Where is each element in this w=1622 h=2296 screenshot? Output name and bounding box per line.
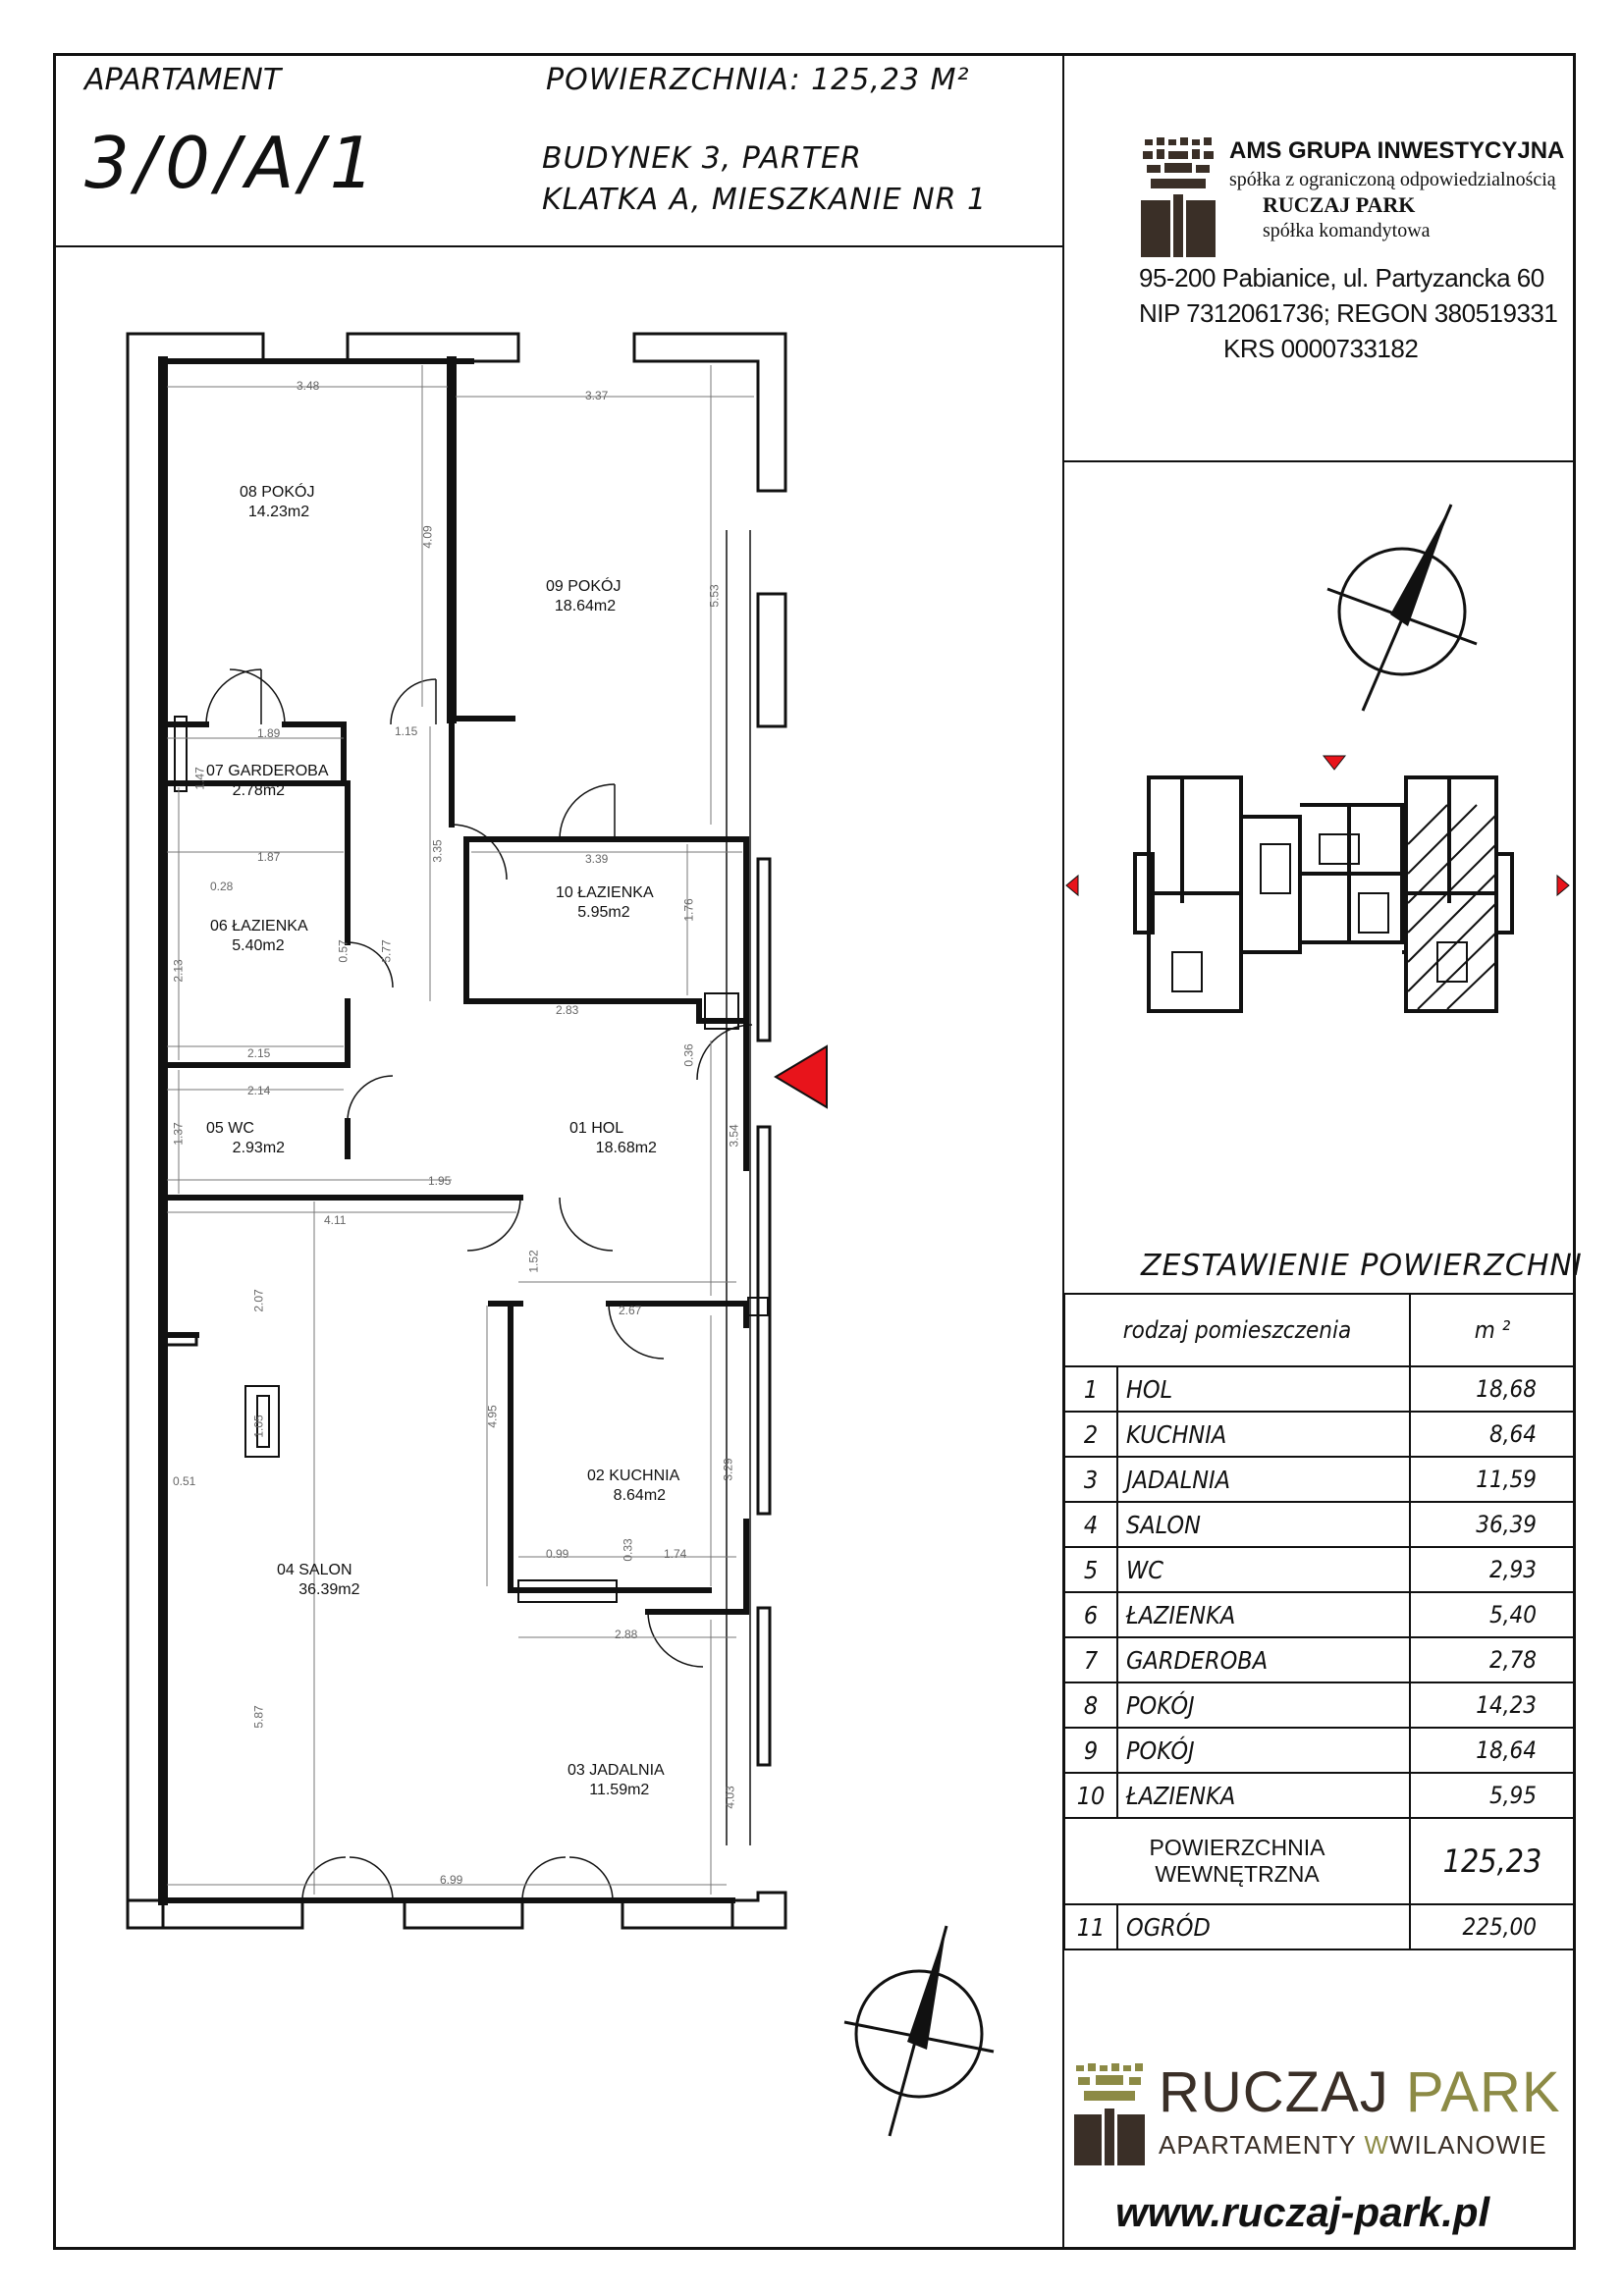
- brand-tree-logo: [1074, 2063, 1145, 2165]
- dim-6-99: 6.99: [440, 1873, 463, 1887]
- room-09-label: 09 POKÓJ 18.64m2: [546, 578, 622, 614]
- dim-2-14: 2.14: [247, 1084, 271, 1097]
- company-ids: NIP 7312061736; REGON 380519331: [1139, 298, 1558, 328]
- dim-1-74: 1.74: [664, 1547, 687, 1561]
- dim-2-83: 2.83: [556, 1003, 579, 1017]
- dim-3-39: 3.39: [585, 852, 609, 866]
- col-type: rodzaj pomieszczenia: [1063, 1293, 1411, 1367]
- brand-name: RUCZAJ PARK: [1159, 2059, 1561, 2125]
- apartment-code: 3/0/A/1: [84, 122, 381, 204]
- building-line: BUDYNEK 3, PARTER: [542, 141, 862, 176]
- dim-2-88: 2.88: [615, 1628, 638, 1641]
- company-form: spółka z ograniczoną odpowiedzialnością: [1229, 169, 1556, 190]
- company-bottom-line: [1062, 460, 1576, 462]
- dim-1-47: 1.47: [192, 767, 207, 790]
- room-04-label: 04 SALON 36.39m2: [277, 1562, 360, 1598]
- dim-2-13: 2.13: [171, 959, 186, 983]
- dim-0-51: 0.51: [173, 1474, 196, 1488]
- entrance-marker: [774, 1044, 828, 1109]
- brand-word-2: PARK: [1405, 2060, 1561, 2124]
- dim-4-11: 4.11: [324, 1213, 347, 1227]
- company-project: RUCZAJ PARK: [1263, 192, 1416, 217]
- dim-1-76: 1.76: [681, 898, 696, 922]
- company-address: 95-200 Pabianice, ul. Partyzancka 60: [1139, 263, 1544, 293]
- dim-3-29: 3.29: [721, 1458, 735, 1481]
- brand-tagline: APARTAMENTY WWILANOWIE: [1159, 2130, 1547, 2160]
- company-krs: KRS 0000733182: [1223, 334, 1419, 363]
- dim-3-35: 3.35: [430, 839, 445, 863]
- total-value: 125,23: [1409, 1817, 1576, 1905]
- north-arrow-top: [1326, 504, 1478, 712]
- room-01-label: 01 HOL 18.68m2: [569, 1120, 657, 1156]
- dim-1-37: 1.37: [171, 1122, 186, 1146]
- dim-0-36: 0.36: [681, 1043, 696, 1067]
- dim-2-15: 2.15: [247, 1046, 271, 1060]
- address-line: KLATKA A, MIESZKANIE NR 1: [542, 183, 988, 217]
- room-10-label: 10 ŁAZIENKA 5.95m2: [556, 884, 654, 921]
- website-link[interactable]: www.ruczaj-park.pl: [1115, 2189, 1490, 2235]
- dim-2-07: 2.07: [251, 1289, 266, 1312]
- dim-3-48: 3.48: [297, 379, 320, 393]
- north-arrow-bottom: [843, 1925, 995, 2137]
- room-05-label: 05 WC 2.93m2: [206, 1120, 286, 1156]
- summary-title: ZESTAWIENIE POWIERZCHNI: [1141, 1249, 1583, 1283]
- company-name: AMS GRUPA INWESTYCYJNA: [1229, 137, 1565, 164]
- summary-header-row: rodzaj pomieszczenia m ²: [1063, 1293, 1576, 1367]
- dim-4-03: 4.03: [723, 1786, 737, 1809]
- apartment-label: APARTAMENT: [84, 63, 282, 97]
- room-02-label: 02 KUCHNIA 8.64m2: [587, 1468, 680, 1504]
- dim-4-95: 4.95: [485, 1405, 500, 1428]
- company-tree-logo: [1141, 137, 1216, 257]
- dim-0-28: 0.28: [210, 880, 234, 893]
- dim-1-87: 1.87: [257, 850, 281, 864]
- floor-plan: [126, 332, 787, 1930]
- dim-0-99: 0.99: [546, 1547, 569, 1561]
- company-project-form: spółka komandytowa: [1263, 220, 1431, 241]
- header-bottom-line: [53, 245, 1064, 247]
- dim-3-37: 3.37: [585, 389, 609, 402]
- building-key-plan: [1065, 755, 1570, 1013]
- col-unit: m ²: [1409, 1293, 1576, 1367]
- dim-0-33: 0.33: [621, 1538, 635, 1562]
- dim-5-53: 5.53: [707, 584, 722, 608]
- area-line: POWIERZCHNIA: 125,23 M²: [546, 63, 970, 97]
- brand-word-1: RUCZAJ: [1159, 2060, 1389, 2124]
- sheet-frame: [53, 53, 1576, 2250]
- dim-3-54: 3.54: [727, 1124, 741, 1148]
- room-03-label: 03 JADALNIA 11.59m2: [568, 1762, 665, 1798]
- dim-4-09: 4.09: [420, 525, 435, 549]
- dim-5-87: 5.87: [251, 1705, 266, 1729]
- dim-1-05: 1.05: [251, 1415, 266, 1438]
- dim-1-15: 1.15: [395, 724, 418, 738]
- dim-1-89: 1.89: [257, 726, 281, 740]
- dim-5-77: 5.77: [379, 939, 394, 963]
- room-08-label: 08 POKÓJ 14.23m2: [240, 484, 315, 520]
- dim-2-67: 2.67: [619, 1304, 642, 1317]
- room-06-label: 06 ŁAZIENKA 5.40m2: [210, 918, 308, 954]
- header-divider: [1062, 53, 1064, 2250]
- dim-1-95: 1.95: [428, 1174, 452, 1188]
- room-07-label: 07 GARDEROBA 2.78m2: [206, 763, 329, 799]
- dim-1-52: 1.52: [526, 1250, 541, 1273]
- dim-0-57: 0.57: [336, 939, 351, 963]
